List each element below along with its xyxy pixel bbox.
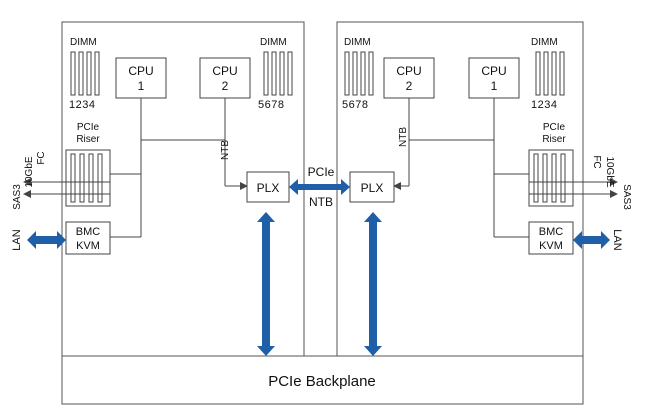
right-dimm-a-slots-icon <box>344 51 374 96</box>
right-bus-lines <box>393 98 529 238</box>
left-bmc-line1: BMC <box>76 226 101 238</box>
right-cpu1-name: CPU <box>481 64 506 78</box>
left-cpu2-box <box>199 57 251 99</box>
left-lan-label: LAN <box>11 229 23 250</box>
right-ntb-label: NTB <box>398 127 409 147</box>
right-lan-label: LAN <box>611 229 623 250</box>
left-plx-label: PLX <box>257 181 280 195</box>
left-ntb-label: NTB <box>220 140 231 160</box>
link-ntb-label: NTB <box>309 195 333 209</box>
left-cpu2-name: CPU <box>212 64 237 78</box>
right-dimm-a-label: DIMM <box>344 37 371 48</box>
left-cpu2-num: 2 <box>222 79 229 93</box>
left-bmc-line2: KVM <box>76 240 100 252</box>
left-bus-lines <box>110 98 248 238</box>
ntb-link-arrow <box>289 179 350 195</box>
right-sas3-label: SAS3 <box>621 184 632 210</box>
left-dimm-b-label: DIMM <box>260 37 287 48</box>
right-dimm-a-numbers: 5678 <box>342 99 368 111</box>
left-riser-cards-icon <box>70 153 103 203</box>
left-bmc-box <box>65 221 111 255</box>
right-plx-label: PLX <box>361 181 384 195</box>
right-bmc-box <box>528 221 574 255</box>
right-dimm-b-label: DIMM <box>531 37 558 48</box>
right-cpu1-box <box>468 57 520 99</box>
backplane-label: PCIe Backplane <box>268 373 376 390</box>
left-dimm-a-slots-icon <box>70 51 100 96</box>
left-dimm-b-numbers: 5678 <box>258 99 284 111</box>
left-node: DIMM 1234 CPU 1 CPU 2 DIMM 5678 <box>11 21 305 357</box>
right-riser-cards-icon <box>533 153 566 203</box>
right-io-lines <box>529 178 618 198</box>
backplane-box <box>61 355 584 405</box>
left-dimm-a-numbers: 1234 <box>69 99 95 111</box>
left-dimm-a-label: DIMM <box>70 37 97 48</box>
left-cpu1-name: CPU <box>128 64 153 78</box>
left-backplane-arrow <box>257 212 275 356</box>
right-riser-line2: Riser <box>542 134 566 145</box>
left-dimm-b-slots-icon <box>263 51 293 96</box>
left-10gbe-label: 10GbE <box>24 156 35 187</box>
right-cpu1-num: 1 <box>491 79 498 93</box>
right-backplane-arrow <box>364 212 382 356</box>
left-cpu1-num: 1 <box>138 79 145 93</box>
right-cpu2-box <box>383 57 435 99</box>
left-riser-line1: PCIe <box>77 122 100 133</box>
right-10gbe-label: 10GbE <box>604 156 615 187</box>
left-riser-line2: Riser <box>76 134 100 145</box>
right-riser-box <box>528 149 574 207</box>
right-cpu2-num: 2 <box>406 79 413 93</box>
right-dimm-b-numbers: 1234 <box>531 99 557 111</box>
right-node: DIMM 5678 CPU 2 CPU 1 DIMM 1234 <box>336 21 632 357</box>
left-sas3-label: SAS3 <box>12 184 23 210</box>
right-bmc-line1: BMC <box>539 226 564 238</box>
right-cpu2-name: CPU <box>396 64 421 78</box>
left-plx-box <box>246 171 290 203</box>
right-bmc-line2: KVM <box>539 240 563 252</box>
right-riser-line1: PCIe <box>543 122 566 133</box>
left-fc-label: FC <box>36 151 47 164</box>
right-dimm-b-slots-icon <box>535 51 565 96</box>
link-pcie-label: PCIe <box>308 165 335 179</box>
left-lan-arrow <box>27 231 66 249</box>
right-lan-arrow <box>573 231 610 249</box>
left-riser-box <box>65 149 111 207</box>
right-fc-label: FC <box>591 155 602 168</box>
left-io-lines <box>23 178 110 198</box>
